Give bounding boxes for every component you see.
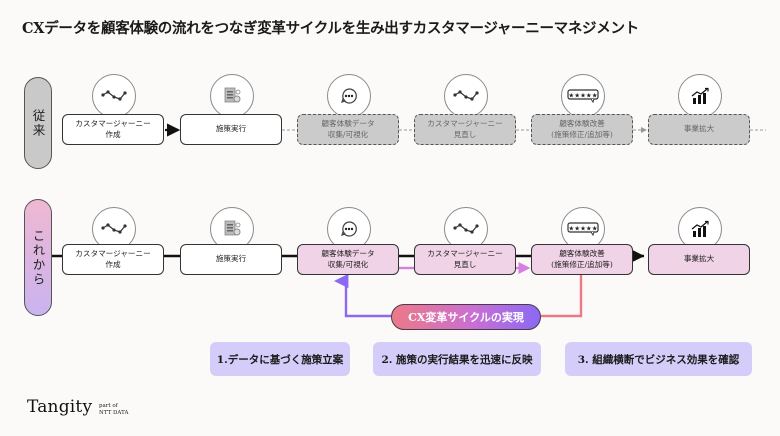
lane-label-old: 従来 xyxy=(24,77,52,169)
old-step-6: 事業拡大 xyxy=(648,114,750,145)
new-step-2: 施策実行 xyxy=(180,244,282,275)
chat-bubble-icon xyxy=(339,86,359,106)
step-label: 顧客体験データ 収集/可視化 xyxy=(321,119,375,139)
new-step-4-icon-circle xyxy=(444,207,488,251)
new-step-1-icon-circle xyxy=(92,207,136,251)
rating-stars-icon: ★★★★★ xyxy=(567,221,599,237)
svg-text:★★★★★: ★★★★★ xyxy=(568,91,597,99)
old-step-6-icon-circle xyxy=(678,74,722,118)
cycle-line-left xyxy=(334,273,391,318)
step-label: 顧客体験改善 (施策修正/追加等) xyxy=(551,249,613,269)
document-gear-icon xyxy=(222,86,242,106)
new-step-5: 顧客体験改善 (施策修正/追加等) xyxy=(531,244,633,275)
old-step-1: カスタマージャーニー 作成 xyxy=(62,114,164,145)
journey-line-icon xyxy=(101,222,127,236)
step-label: カスタマージャーニー 見直し xyxy=(427,249,503,269)
old-step-1-icon-circle xyxy=(92,74,136,118)
old-step-4: カスタマージャーニー 見直し xyxy=(414,114,516,145)
old-step-3: 顧客体験データ 収集/可視化 xyxy=(297,114,399,145)
step-label: カスタマージャーニー 見直し xyxy=(427,119,503,139)
new-step-4: カスタマージャーニー 見直し xyxy=(414,244,516,275)
key-point-3: 3. 組織横断でビジネス効果を確認 xyxy=(565,342,752,376)
cycle-line-right xyxy=(541,272,583,318)
page-title: CXデータを顧客体験の流れをつなぎ変革サイクルを生み出すカスタマージャーニーマネ… xyxy=(22,20,639,37)
key-point-2: 2. 施策の実行結果を迅速に反映 xyxy=(373,342,541,376)
new-step-2-icon-circle xyxy=(210,207,254,251)
growth-chart-icon xyxy=(690,87,710,105)
new-step-3-icon-circle xyxy=(327,207,371,251)
step-label: カスタマージャーニー 作成 xyxy=(75,249,151,269)
old-step-3-icon-circle xyxy=(327,74,371,118)
journey-line-icon xyxy=(453,222,479,236)
new-step-1: カスタマージャーニー 作成 xyxy=(62,244,164,275)
old-step-5-icon-circle: ★★★★★ xyxy=(561,74,605,118)
chat-bubble-icon xyxy=(339,219,359,239)
step-label: 施策実行 xyxy=(215,124,247,134)
step-label: 事業拡大 xyxy=(683,124,715,134)
new-step-6: 事業拡大 xyxy=(648,244,750,275)
cx-cycle-badge: CX変革サイクルの実現 xyxy=(391,304,541,330)
brand-subtitle: part of NTT DATA xyxy=(99,403,128,416)
key-point-1: 1.データに基づく施策立案 xyxy=(210,342,350,376)
growth-chart-icon xyxy=(690,220,710,238)
old-step-5: 顧客体験改善 (施策修正/追加等) xyxy=(531,114,633,145)
document-gear-icon xyxy=(222,219,242,239)
brand-sub-line2: NTT DATA xyxy=(99,409,129,416)
journey-line-icon xyxy=(101,89,127,103)
brand-sub-line1: part of xyxy=(99,403,118,409)
step-label: 顧客体験データ 収集/可視化 xyxy=(321,249,375,269)
step-label: 施策実行 xyxy=(215,254,247,264)
new-step-6-icon-circle xyxy=(678,207,722,251)
old-step-2-icon-circle xyxy=(210,74,254,118)
brand-logo: Tangity xyxy=(27,397,93,417)
old-step-2: 施策実行 xyxy=(180,114,282,145)
svg-text:★★★★★: ★★★★★ xyxy=(568,224,597,232)
step-label: 顧客体験改善 (施策修正/追加等) xyxy=(551,119,613,139)
step-label: 事業拡大 xyxy=(683,254,715,264)
new-step-3: 顧客体験データ 収集/可視化 xyxy=(297,244,399,275)
lane-label-new: これから xyxy=(24,199,52,316)
old-step-4-icon-circle xyxy=(444,74,488,118)
rating-stars-icon: ★★★★★ xyxy=(567,88,599,104)
journey-line-icon xyxy=(453,89,479,103)
step-label: カスタマージャーニー 作成 xyxy=(75,119,151,139)
